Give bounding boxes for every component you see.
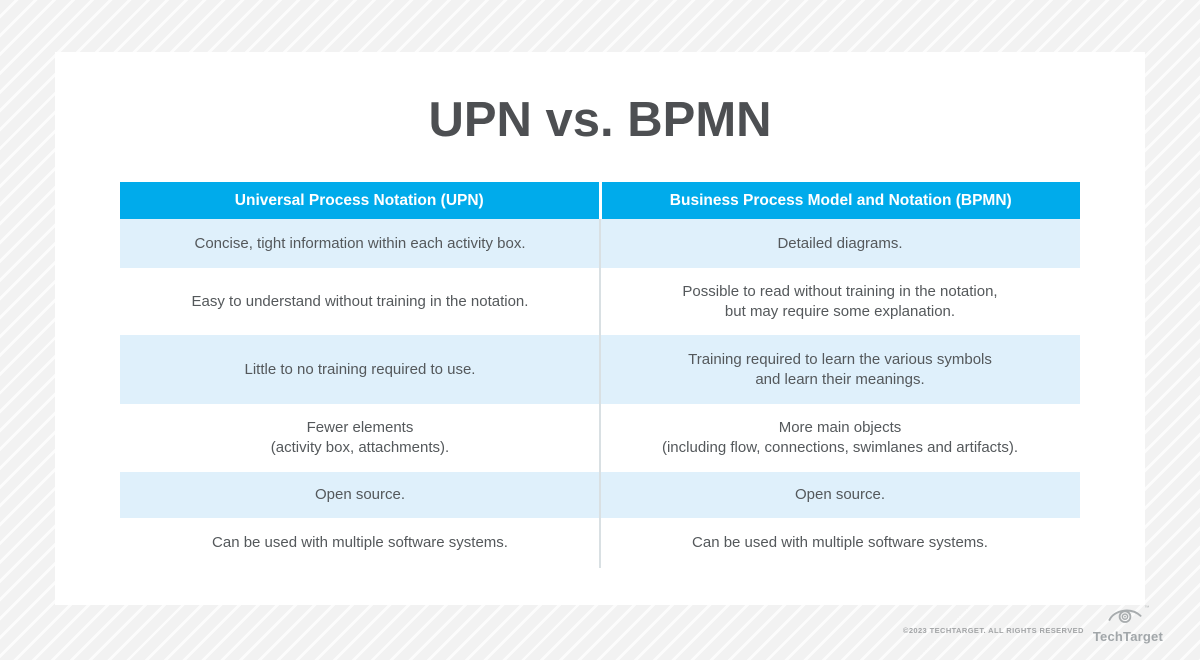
cell-upn: Can be used with multiple software syste… bbox=[212, 534, 508, 551]
infographic-card: UPN vs. BPMN Universal Process Notation … bbox=[55, 52, 1145, 605]
column-header-bpmn: Business Process Model and Notation (BPM… bbox=[601, 182, 1080, 219]
cell-bpmn: More main objects (including flow, conne… bbox=[661, 419, 1018, 456]
cell-upn: Fewer elements (activity box, attachment… bbox=[270, 419, 450, 456]
column-header-upn: Universal Process Notation (UPN) bbox=[120, 182, 599, 219]
cell-bpmn: Possible to read without training in the… bbox=[682, 282, 998, 320]
cell-upn: Concise, tight information within each a… bbox=[194, 234, 526, 252]
page-title: UPN vs. BPMN bbox=[428, 93, 772, 147]
footer: ©2023 TECHTARGET. ALL RIGHTS RESERVED ™ … bbox=[903, 606, 1163, 644]
trademark-symbol: ™ bbox=[1144, 605, 1150, 611]
copyright-text: ©2023 TECHTARGET. ALL RIGHTS RESERVED bbox=[902, 626, 1084, 635]
column-divider bbox=[599, 219, 601, 568]
cell-bpmn: Training required to learn the various s… bbox=[688, 350, 992, 388]
comparison-table: Universal Process Notation (UPN) Busines… bbox=[120, 182, 1080, 568]
brand-wordmark: TechTarget bbox=[1092, 629, 1163, 644]
cell-bpmn: Open source. bbox=[794, 486, 886, 503]
cell-bpmn: Detailed diagrams. bbox=[777, 234, 903, 252]
cell-upn: Little to no training required to use. bbox=[244, 360, 476, 378]
cell-upn: Open source. bbox=[314, 486, 406, 503]
cell-bpmn: Can be used with multiple software syste… bbox=[692, 534, 988, 551]
table-header-row: Universal Process Notation (UPN) Busines… bbox=[120, 182, 1080, 219]
eye-icon bbox=[1106, 606, 1144, 629]
cell-upn: Easy to understand without training in t… bbox=[191, 292, 529, 310]
techtarget-logo: ™ TechTarget bbox=[1093, 606, 1163, 644]
